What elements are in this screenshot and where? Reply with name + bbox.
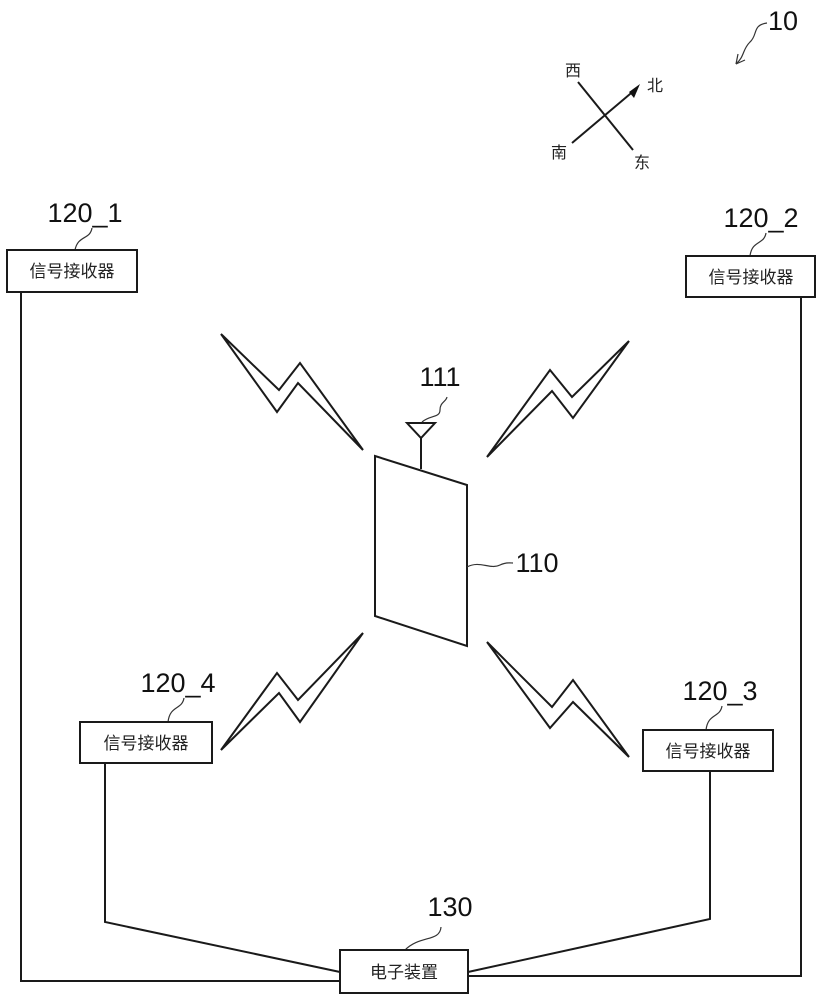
compass-south: 南 xyxy=(551,143,567,162)
signal-bolt-icon xyxy=(221,633,363,750)
wire-120-1 xyxy=(21,292,340,981)
device-body xyxy=(375,456,467,646)
compass-west: 西 xyxy=(565,61,581,80)
signal-bolt-icon xyxy=(487,642,629,757)
receiver-120-2: 120_2 信号接收器 xyxy=(686,203,815,297)
receiver-label: 信号接收器 xyxy=(104,734,189,754)
electronic-device-130: 130 电子装置 xyxy=(340,892,473,993)
receiver-ref-label: 120_1 xyxy=(47,198,122,228)
antenna-ref-label: 111 xyxy=(419,362,460,392)
signal-bolt-icon xyxy=(221,334,363,450)
receiver-120-1: 120_1 信号接收器 xyxy=(7,198,137,292)
receiver-ref-label: 120_3 xyxy=(682,676,757,706)
connection-wires xyxy=(21,292,801,981)
electronic-device-leader xyxy=(405,927,441,950)
receiver-label: 信号接收器 xyxy=(666,742,751,762)
electronic-device-ref-label: 130 xyxy=(427,892,472,922)
device-leader xyxy=(467,563,513,567)
wireless-signals xyxy=(221,334,629,757)
receiver-120-4: 120_4 信号接收器 xyxy=(80,668,216,763)
receiver-120-3: 120_3 信号接收器 xyxy=(643,676,773,771)
receiver-label: 信号接收器 xyxy=(709,268,794,288)
antenna-leader xyxy=(422,397,447,422)
device-ref-label: 110 xyxy=(515,548,558,578)
north-arrow-icon xyxy=(629,84,640,98)
wire-120-3 xyxy=(468,771,710,972)
compass: 西 北 南 东 xyxy=(551,61,663,172)
compass-south-north-axis xyxy=(572,89,636,143)
wire-120-4 xyxy=(105,763,340,972)
electronic-device-label: 电子装置 xyxy=(370,963,438,983)
mobile-device: 111 110 xyxy=(375,362,559,646)
receiver-leader xyxy=(706,706,722,730)
wire-120-2 xyxy=(468,297,801,976)
antenna-icon xyxy=(407,423,435,438)
compass-east: 东 xyxy=(634,153,650,172)
receiver-leader xyxy=(75,228,92,250)
receiver-leader xyxy=(750,233,766,256)
signal-bolt-icon xyxy=(487,341,629,457)
receiver-label: 信号接收器 xyxy=(30,262,115,282)
figure-ref-leader xyxy=(736,23,767,64)
receiver-ref-label: 120_4 xyxy=(140,668,215,698)
receiver-ref-label: 120_2 xyxy=(723,203,798,233)
compass-north: 北 xyxy=(647,76,663,95)
figure-ref-label: 10 xyxy=(768,6,798,36)
receiver-leader xyxy=(168,698,184,722)
